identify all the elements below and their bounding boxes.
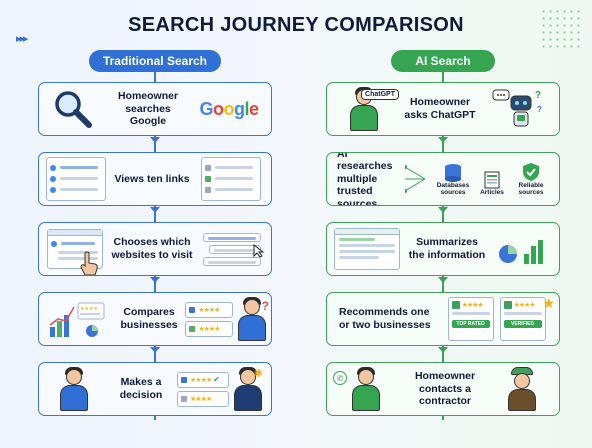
flow-arrow <box>438 207 448 213</box>
decorative-arrows-icon: ▸▸▸ <box>16 33 29 45</box>
question-mark-icon: ? <box>261 299 269 313</box>
step-label: AI researches multiple trusted sources <box>337 152 393 206</box>
step-card-chooses-websites: Chooses which websites to visit <box>38 222 272 276</box>
verified-badge: VERIFIED <box>503 320 542 328</box>
svg-text:★★★★: ★★★★ <box>80 306 98 312</box>
svg-text:?: ? <box>537 105 542 114</box>
articles-source: Articles <box>475 171 509 196</box>
step-label: Summarizes the information <box>408 236 486 261</box>
flow-arrow <box>150 137 160 143</box>
business-cards-icon: ★★★★ ★★★★ ? <box>184 297 271 341</box>
top-rated-badge: TOP RATED <box>451 320 490 328</box>
magnifier-icon <box>39 83 107 135</box>
step-card-summarizes: Summarizes the information <box>326 222 560 276</box>
phone-icon: ✆ <box>333 371 347 385</box>
person-pointing-icon <box>57 367 91 411</box>
google-logo: Google <box>189 99 269 120</box>
reliable-sources: Reliable sources <box>513 162 549 196</box>
contractor-icon <box>485 367 559 411</box>
ai-search-header: AI Search <box>391 50 495 72</box>
robot-icon: ? ? <box>479 86 559 132</box>
step-label: Homeowner contacts a contractor <box>414 370 476 408</box>
hand-pointer-icon <box>80 251 98 275</box>
step-label: Views ten links <box>114 172 190 185</box>
cursor-click-icon <box>193 232 271 266</box>
contractor-person-icon <box>503 367 541 411</box>
decorative-dots-icon <box>540 8 580 48</box>
thinking-person-icon <box>235 297 269 341</box>
flow-arrow <box>438 277 448 283</box>
star-badge-icon: ★ <box>542 295 555 311</box>
comparison-chart-icon: ★★★★ <box>39 299 114 339</box>
step-card-views-links: Views ten links <box>38 152 272 206</box>
search-results-icon <box>39 157 113 201</box>
results-list-icon <box>191 157 271 201</box>
flow-arrow <box>150 277 160 283</box>
step-card-recommends: Recommends one or two businesses ★★★★ TO… <box>326 292 560 346</box>
step-label: Chooses which websites to visit <box>111 236 193 261</box>
decision-person-icon <box>39 367 109 411</box>
flow-arrow <box>150 207 160 213</box>
browser-window-icon <box>39 229 111 275</box>
step-card-compares-businesses: ★★★★ Compares businesses ★★★★ ★★★★ ? <box>38 292 272 346</box>
thinking-person-icon <box>231 367 265 411</box>
network-icon: Databases sources Articles Reliable sour… <box>405 153 559 205</box>
ai-search-column: AI Search ChatGPT Homeowner asks ChatGPT… <box>326 50 560 420</box>
database-sources: Databases sources <box>435 163 471 196</box>
step-label: Makes a decision <box>119 376 163 401</box>
step-card-ai-researches: AI researches multiple trusted sources D… <box>326 152 560 206</box>
decision-cards-icon: ★★★★✔ ★★★★ ✺ <box>173 367 269 411</box>
phone-call-icon: ✆ <box>327 367 405 411</box>
step-label: Homeowner asks ChatGPT <box>404 96 476 121</box>
lightbulb-icon: ✺ <box>253 368 263 380</box>
traditional-search-column: Traditional Search Homeowner searches Go… <box>38 50 272 420</box>
recommendation-icon: ★★★★ TOP RATED ★★★★ VERIFIED ★ <box>434 295 559 341</box>
summary-chart-icon <box>487 232 559 266</box>
person-icon: ChatGPT <box>327 87 401 131</box>
flow-arrow <box>150 347 160 353</box>
svg-text:?: ? <box>535 90 541 101</box>
flow-arrow <box>438 137 448 143</box>
step-label: Homeowner searches Google <box>117 90 179 128</box>
google-logo-text: Google <box>199 98 259 119</box>
page-title: SEARCH JOURNEY COMPARISON <box>128 14 464 36</box>
connection-lines-icon <box>405 165 426 193</box>
step-label: Recommends one or two businesses <box>339 306 431 331</box>
step-label: Compares businesses <box>120 306 178 331</box>
step-card-searches-google: Homeowner searches Google Google <box>38 82 272 136</box>
step-card-contacts-contractor: ✆ Homeowner contacts a contractor <box>326 362 560 416</box>
summary-doc-icon <box>327 228 407 270</box>
recommended-business-card: ★★★★ TOP RATED <box>447 297 494 341</box>
step-card-asks-chatgpt: ChatGPT Homeowner asks ChatGPT ? ? <box>326 82 560 136</box>
flow-arrow <box>438 347 448 353</box>
recommended-business-card: ★★★★ VERIFIED <box>499 297 546 341</box>
step-card-makes-decision: Makes a decision ★★★★✔ ★★★★ ✺ <box>38 362 272 416</box>
traditional-search-header: Traditional Search <box>89 50 221 72</box>
chatgpt-speech-bubble: ChatGPT <box>361 89 399 100</box>
